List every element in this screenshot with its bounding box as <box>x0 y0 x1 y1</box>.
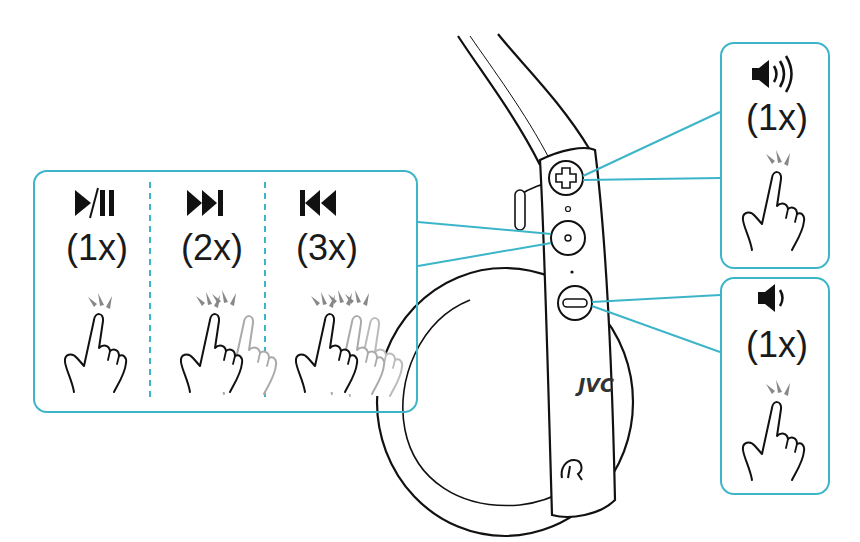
brand-logo: JVC <box>578 376 614 395</box>
callout-box: (1x) (2x) (3x) <box>33 170 418 413</box>
callout-box: (1x) <box>720 42 830 269</box>
press-count: (1x) <box>66 230 128 266</box>
press-count: (2x) <box>181 230 243 266</box>
press-count: (1x) <box>746 327 808 363</box>
press-count: (3x) <box>296 230 358 266</box>
press-count: (1x) <box>746 100 808 136</box>
callout-box: (1x) <box>720 277 830 495</box>
